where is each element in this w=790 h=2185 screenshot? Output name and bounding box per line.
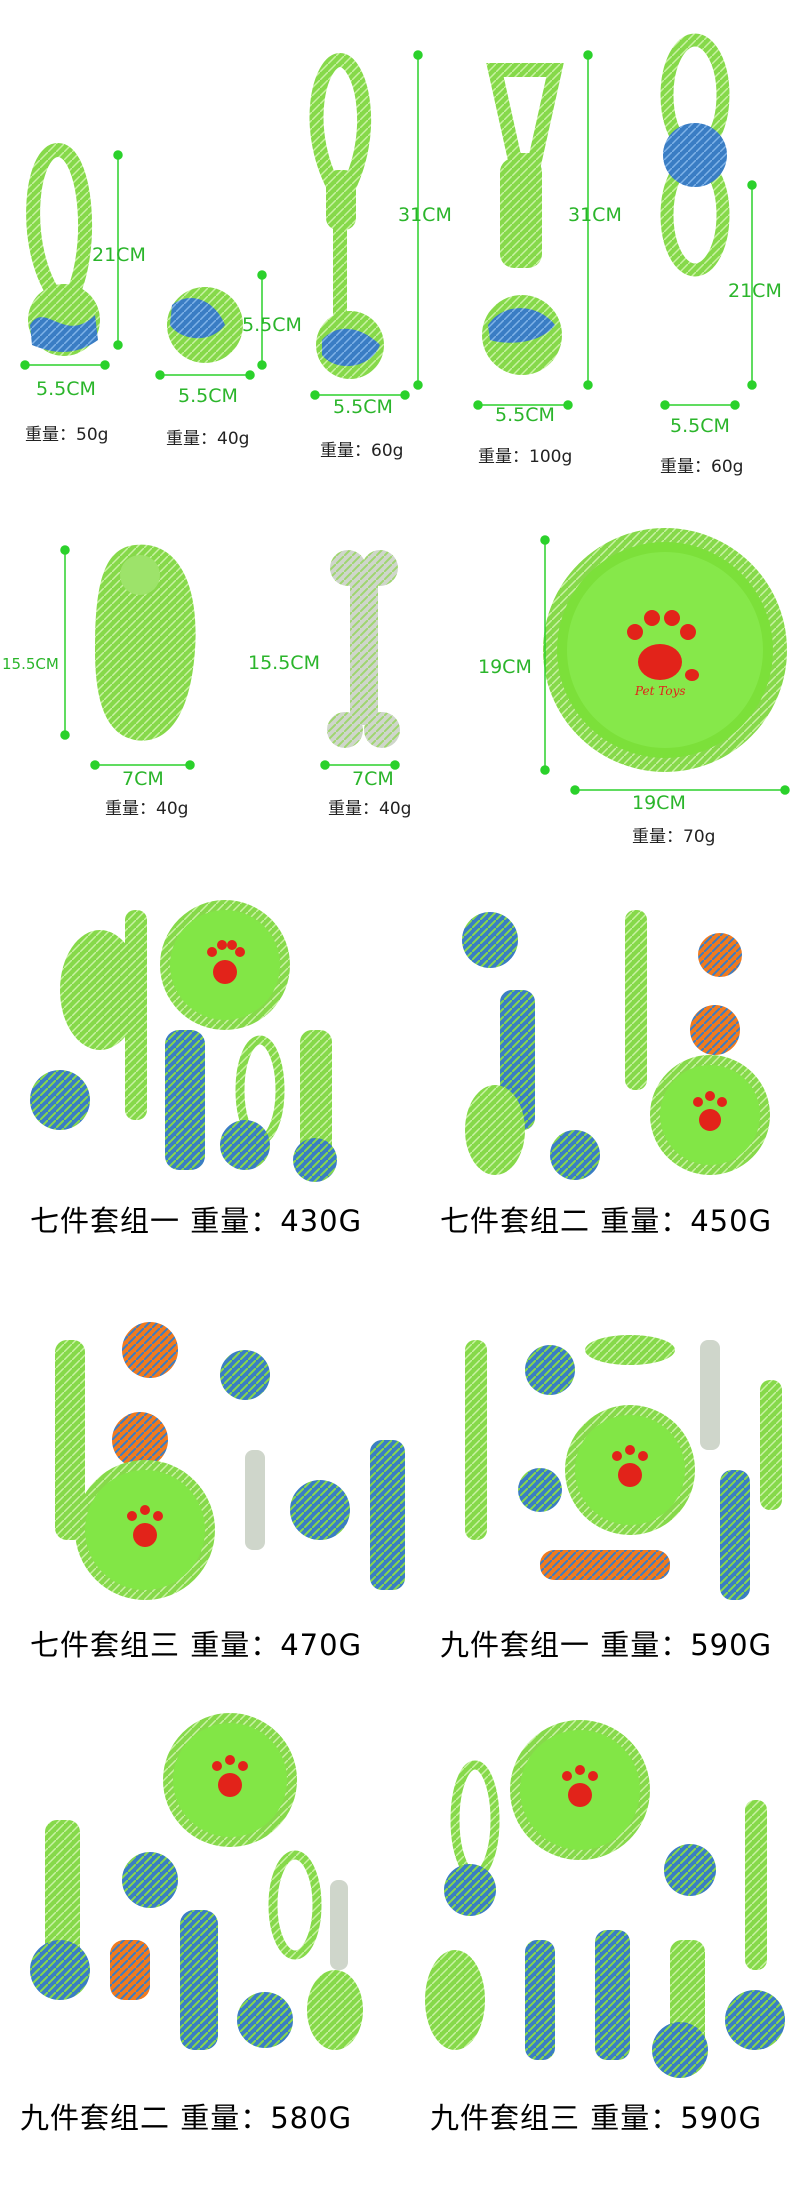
dim-width-7: 7CM — [352, 768, 394, 790]
dim-height-2: 5.5CM — [242, 314, 302, 336]
toy-slipper — [95, 544, 196, 741]
set-3-products — [55, 1322, 405, 1600]
weight-7: 重量：40g — [328, 799, 412, 819]
toy-long-knot-ball — [309, 52, 384, 379]
weight-1: 重量：50g — [25, 425, 109, 445]
dimension-lines — [20, 150, 123, 370]
weight-2: 重量：40g — [166, 429, 250, 449]
dim-height-4: 31CM — [568, 204, 622, 226]
weight-5: 重量：60g — [660, 457, 744, 477]
paw-print-icon — [127, 940, 727, 1807]
row1-illustrations — [20, 33, 757, 410]
set-5-products — [30, 1713, 363, 2050]
weight-4: 重量：100g — [478, 447, 573, 467]
dim-width-4: 5.5CM — [495, 404, 555, 426]
paw-print-icon — [627, 610, 699, 681]
dim-height-7: 15.5CM — [248, 652, 320, 674]
sets-grid: 七件套组一 重量：430G 七件套组二 重量：450G 七件套组三 重量：470… — [0, 880, 790, 2180]
set-caption-1: 七件套组一 重量：430G — [30, 1204, 363, 1238]
frisbee-label: Pet Toys — [635, 684, 686, 698]
dim-width-6: 7CM — [122, 768, 164, 790]
set-6-products — [425, 1720, 785, 2078]
sets-illustrations — [30, 900, 785, 2078]
weight-8: 重量：70g — [632, 827, 716, 847]
toy-ball — [167, 287, 243, 363]
set-caption-2: 七件套组二 重量：450G — [440, 1204, 773, 1238]
toy-loop-ball-small — [26, 142, 100, 356]
dim-height-8: 19CM — [478, 656, 532, 678]
set-caption-3: 七件套组三 重量：470G — [30, 1628, 363, 1662]
set-caption-6: 九件套组三 重量：590G — [430, 2101, 763, 2135]
toy-double-loop-ball — [660, 33, 730, 277]
toy-bone — [327, 550, 400, 748]
dim-width-3: 5.5CM — [333, 396, 393, 418]
product-row-1: 21CM 5.5CM 重量：50g 5.5CM 5.5CM 重量：40g 31C… — [0, 0, 790, 480]
product-row-2: Pet Toys 15.5CM 7CM 重量：40g 15.5CM 7CM 重量… — [0, 500, 790, 847]
set-1-products — [30, 900, 337, 1182]
dim-width-1: 5.5CM — [36, 378, 96, 400]
dim-height-6: 15.5CM — [2, 655, 59, 673]
dim-height-1: 21CM — [92, 244, 146, 266]
set-caption-5: 九件套组二 重量：580G — [20, 2101, 353, 2135]
weight-3: 重量：60g — [320, 441, 404, 461]
dim-width-8: 19CM — [632, 792, 686, 814]
toy-handle-ball — [482, 63, 564, 375]
dim-width-2: 5.5CM — [178, 385, 238, 407]
dim-width-5: 5.5CM — [670, 415, 730, 437]
dim-height-3: 31CM — [398, 204, 452, 226]
set-2-products — [462, 910, 770, 1180]
weight-6: 重量：40g — [105, 799, 189, 819]
dim-height-5: 21CM — [728, 280, 782, 302]
row2-illustrations — [60, 528, 790, 795]
set-caption-4: 九件套组一 重量：590G — [440, 1628, 773, 1662]
